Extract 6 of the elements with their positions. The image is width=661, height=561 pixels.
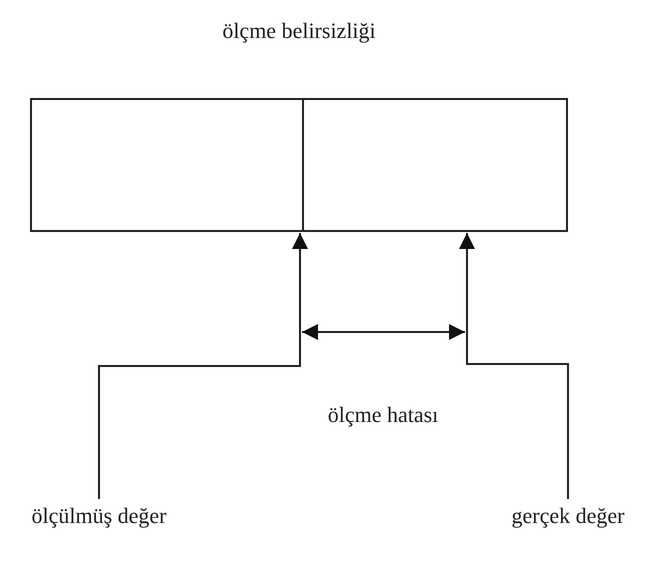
arrow <box>98 233 308 499</box>
arrow <box>459 233 569 499</box>
dimension-label: ölçme hatası <box>326 402 440 428</box>
heading: ölçme belirsizliği <box>221 18 377 44</box>
value-label: ölçülmüş değer <box>8 503 190 533</box>
value-label: gerçek değer <box>480 503 656 533</box>
